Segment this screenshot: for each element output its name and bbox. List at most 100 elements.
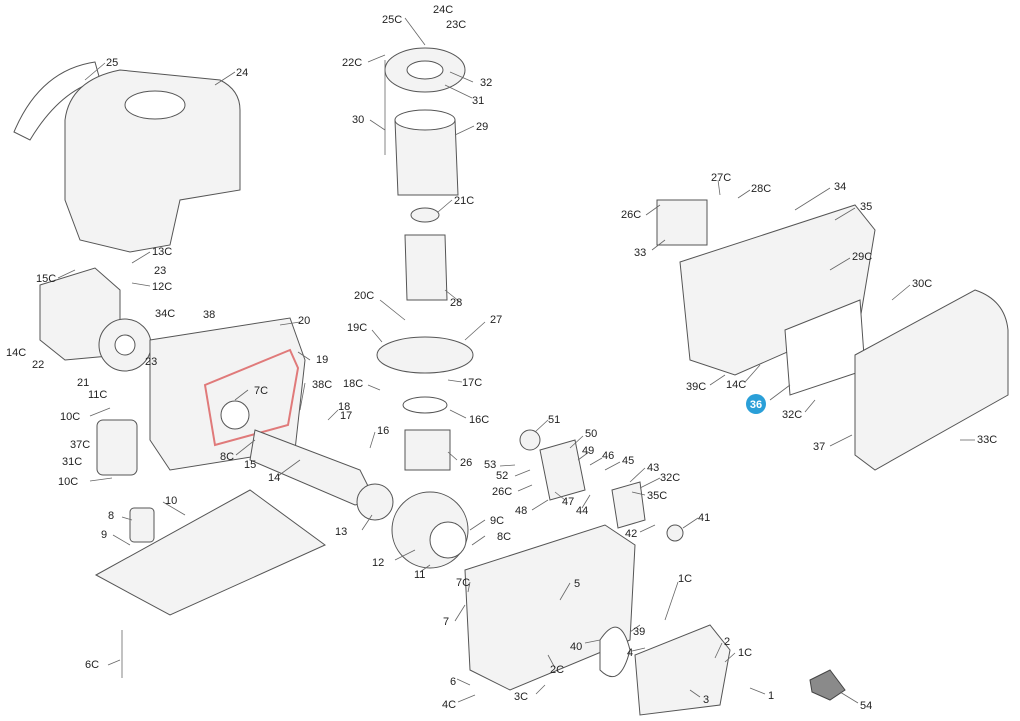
- callout-10C[interactable]: 10C: [60, 411, 80, 423]
- callout-38[interactable]: 38: [203, 309, 215, 321]
- callout-44[interactable]: 44: [576, 505, 588, 517]
- callout-38C[interactable]: 38C: [312, 379, 332, 391]
- callout-19C[interactable]: 19C: [347, 322, 367, 334]
- callout-27[interactable]: 27: [490, 314, 502, 326]
- callout-31C[interactable]: 31C: [62, 456, 82, 468]
- callout-49[interactable]: 49: [582, 445, 594, 457]
- callout-21[interactable]: 21: [77, 377, 89, 389]
- callout-27C[interactable]: 27C: [711, 172, 731, 184]
- callout-39[interactable]: 39: [633, 626, 645, 638]
- callout-26[interactable]: 26: [460, 457, 472, 469]
- callout-16C[interactable]: 16C: [469, 414, 489, 426]
- callout-13[interactable]: 13: [335, 526, 347, 538]
- callout-19[interactable]: 19: [316, 354, 328, 366]
- callout-28C[interactable]: 28C: [751, 183, 771, 195]
- callout-31[interactable]: 31: [472, 95, 484, 107]
- callout-18C[interactable]: 18C: [343, 378, 363, 390]
- callout-7[interactable]: 7: [443, 616, 449, 628]
- callout-4C[interactable]: 4C: [442, 699, 456, 711]
- callout-22C[interactable]: 22C: [342, 57, 362, 69]
- callout-33[interactable]: 33: [634, 247, 646, 259]
- callout-23-a[interactable]: 23: [154, 265, 166, 277]
- callout-48[interactable]: 48: [515, 505, 527, 517]
- callout-29C[interactable]: 29C: [852, 251, 872, 263]
- callout-32C-a[interactable]: 32C: [660, 472, 680, 484]
- callout-2[interactable]: 2: [724, 636, 730, 648]
- highlight-marker-36[interactable]: 36: [746, 394, 766, 414]
- callout-34[interactable]: 34: [834, 181, 846, 193]
- callout-20C[interactable]: 20C: [354, 290, 374, 302]
- callout-12C[interactable]: 12C: [152, 281, 172, 293]
- callout-11C[interactable]: 11C: [88, 389, 107, 401]
- callout-45[interactable]: 45: [622, 455, 634, 467]
- callout-2C[interactable]: 2C: [550, 664, 564, 676]
- callout-8C-a[interactable]: 8C: [220, 451, 234, 463]
- callout-30C[interactable]: 30C: [912, 278, 932, 290]
- callout-33C[interactable]: 33C: [977, 434, 997, 446]
- callout-15[interactable]: 15: [244, 459, 256, 471]
- callout-1[interactable]: 1: [768, 690, 774, 702]
- callout-51[interactable]: 51: [548, 414, 560, 426]
- callout-14C-a[interactable]: 14C: [6, 347, 26, 359]
- callout-41[interactable]: 41: [698, 512, 710, 524]
- callout-37C[interactable]: 37C: [70, 439, 90, 451]
- callout-22[interactable]: 22: [32, 359, 44, 371]
- part-cover-logo: [124, 90, 186, 120]
- callout-18[interactable]: 18: [338, 401, 350, 413]
- callout-26C-a[interactable]: 26C: [492, 486, 512, 498]
- callout-14[interactable]: 14: [268, 472, 280, 484]
- callout-17[interactable]: 17: [340, 410, 352, 422]
- callout-32C-b[interactable]: 32C: [782, 409, 802, 421]
- callout-23C[interactable]: 23C: [446, 19, 466, 31]
- callout-23-b[interactable]: 23: [145, 356, 157, 368]
- callout-9[interactable]: 9: [101, 529, 107, 541]
- callout-12[interactable]: 12: [372, 557, 384, 569]
- callout-4[interactable]: 4: [627, 647, 633, 659]
- callout-6C[interactable]: 6C: [85, 659, 99, 671]
- callout-30[interactable]: 30: [352, 114, 364, 126]
- callout-39C[interactable]: 39C: [686, 381, 706, 393]
- callout-35C[interactable]: 35C: [647, 490, 667, 502]
- callout-53[interactable]: 53: [484, 459, 496, 471]
- callout-7C-b[interactable]: 7C: [456, 577, 470, 589]
- callout-43[interactable]: 43: [647, 462, 659, 474]
- callout-29[interactable]: 29: [476, 121, 488, 133]
- callout-11[interactable]: 11: [414, 569, 425, 581]
- callout-24[interactable]: 24: [236, 67, 248, 79]
- callout-54[interactable]: 54: [860, 700, 872, 712]
- callout-9C[interactable]: 9C: [490, 515, 504, 527]
- callout-17C[interactable]: 17C: [462, 377, 482, 389]
- callout-26C[interactable]: 26C: [621, 209, 641, 221]
- callout-3[interactable]: 3: [703, 694, 709, 706]
- callout-21C[interactable]: 21C: [454, 195, 474, 207]
- callout-52[interactable]: 52: [496, 470, 508, 482]
- callout-5[interactable]: 5: [574, 578, 580, 590]
- callout-10C-a[interactable]: 10C: [58, 476, 78, 488]
- callout-1C-a[interactable]: 1C: [678, 573, 692, 585]
- callout-25C[interactable]: 25C: [382, 14, 402, 26]
- callout-35[interactable]: 35: [860, 201, 872, 213]
- callout-8C-b[interactable]: 8C: [497, 531, 511, 543]
- callout-16[interactable]: 16: [377, 425, 389, 437]
- callout-13C[interactable]: 13C: [152, 246, 172, 258]
- callout-46[interactable]: 46: [602, 450, 614, 462]
- callout-28[interactable]: 28: [450, 297, 462, 309]
- callout-3C[interactable]: 3C: [514, 691, 528, 703]
- callout-32[interactable]: 32: [480, 77, 492, 89]
- callout-14C-b[interactable]: 14C: [726, 379, 746, 391]
- callout-6[interactable]: 6: [450, 676, 456, 688]
- callout-34C[interactable]: 34C: [155, 308, 175, 320]
- callout-1C-b[interactable]: 1C: [738, 647, 752, 659]
- callout-42[interactable]: 42: [625, 528, 637, 540]
- callout-50[interactable]: 50: [585, 428, 597, 440]
- callout-40[interactable]: 40: [570, 641, 582, 653]
- callout-24C[interactable]: 24C: [433, 4, 453, 16]
- callout-20[interactable]: 20: [298, 315, 310, 327]
- callout-8[interactable]: 8: [108, 510, 114, 522]
- callout-7C-a[interactable]: 7C: [254, 385, 268, 397]
- callout-10[interactable]: 10: [165, 495, 177, 507]
- callout-37[interactable]: 37: [813, 441, 825, 453]
- callout-15C[interactable]: 15C: [36, 273, 56, 285]
- callout-25[interactable]: 25: [106, 57, 118, 69]
- callout-47[interactable]: 47: [562, 496, 574, 508]
